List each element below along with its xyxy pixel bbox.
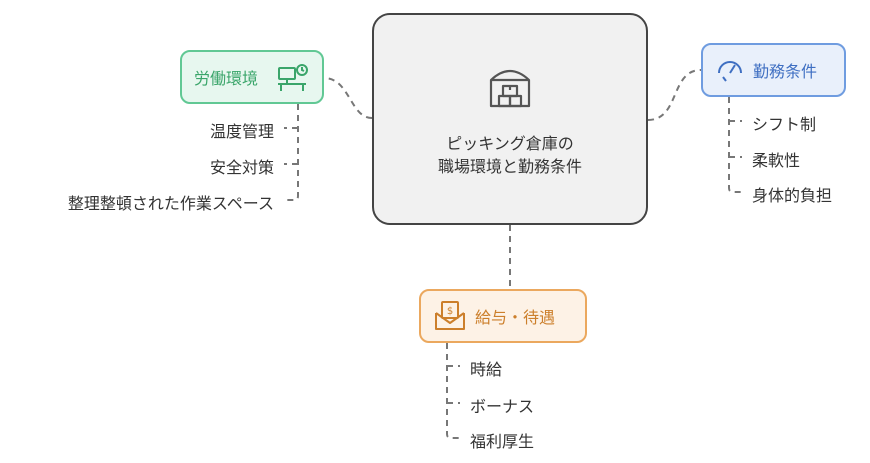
branch-label: 労働環境 (194, 69, 259, 88)
leaf-item: 安全対策 (209, 158, 274, 177)
center-title-line1: ピッキング倉庫の (446, 134, 574, 153)
leaf-item: 整理整頓された作業スペース (67, 194, 274, 213)
clock-icon (715, 55, 745, 85)
leaf-item: シフト制 (752, 115, 817, 134)
leaf-item: ボーナス (470, 397, 535, 416)
branch-labor-environment: 労働環境 (180, 50, 324, 104)
branch-work-conditions: 勤務条件 (701, 43, 846, 97)
warehouse-icon (485, 60, 535, 132)
center-title-line2: 職場環境と勤務条件 (437, 157, 582, 176)
branch-label: 給与・待遇 (475, 308, 556, 327)
leaf-item: 時給 (470, 360, 503, 379)
leaf-item: 福利厚生 (470, 432, 535, 451)
leaf-item: 身体的負担 (752, 186, 833, 205)
workstation-icon (276, 60, 310, 94)
svg-text:$: $ (447, 306, 453, 317)
leaf-item: 柔軟性 (752, 151, 801, 170)
pay-envelope-icon: $ (433, 299, 467, 333)
leaf-item: 温度管理 (209, 122, 274, 141)
center-node: ピッキング倉庫の 職場環境と勤務条件 (372, 13, 648, 225)
branch-label: 勤務条件 (753, 62, 818, 81)
branch-pay-benefits: 給与・待遇 $ (419, 289, 587, 343)
